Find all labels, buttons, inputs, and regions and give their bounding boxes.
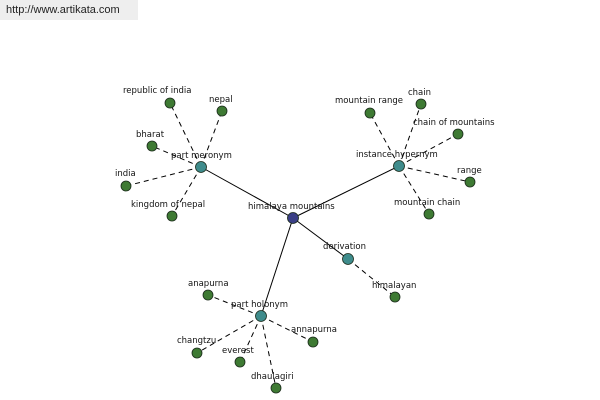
node-label-instance-hypernym: instance hypernym bbox=[356, 150, 438, 160]
node-himalayan[interactable] bbox=[389, 291, 401, 303]
node-label-india: india bbox=[115, 169, 136, 179]
edge-center-to-part-meronym bbox=[200, 166, 294, 219]
edge-instance-hypernym-to-mountain-range bbox=[369, 112, 400, 167]
node-label-nepal: nepal bbox=[209, 95, 233, 105]
node-republic-of-india[interactable] bbox=[164, 97, 176, 109]
node-label-part-meronym: part meronym bbox=[171, 151, 232, 161]
node-dhaulagiri[interactable] bbox=[270, 382, 282, 394]
node-mountain-range[interactable] bbox=[364, 107, 376, 119]
node-label-range: range bbox=[457, 166, 482, 176]
node-label-bharat: bharat bbox=[136, 130, 165, 140]
edge-derivation-to-himalayan bbox=[347, 258, 396, 298]
node-mountain-chain[interactable] bbox=[423, 208, 435, 220]
edge-center-to-instance-hypernym bbox=[292, 165, 400, 219]
node-everest[interactable] bbox=[234, 356, 246, 368]
node-bharat[interactable] bbox=[146, 140, 158, 152]
node-label-everest: everest bbox=[222, 346, 254, 356]
edge-part-holonym-to-changtzu bbox=[196, 315, 262, 354]
node-label-chain: chain bbox=[408, 88, 431, 98]
edge-part-holonym-to-anapurna bbox=[207, 294, 262, 317]
node-label-republic-of-india: republic of india bbox=[123, 86, 191, 96]
node-label-part-holonym: part holonym bbox=[231, 300, 288, 310]
node-label-center: himalaya mountains bbox=[248, 202, 335, 212]
edge-instance-hypernym-to-mountain-chain bbox=[398, 165, 430, 215]
node-label-mountain-range: mountain range bbox=[335, 96, 403, 106]
node-chain-of-mountains[interactable] bbox=[452, 128, 464, 140]
node-kingdom-of-nepal[interactable] bbox=[166, 210, 178, 222]
node-label-chain-of-mountains: chain of mountains bbox=[413, 118, 495, 128]
node-label-changtzu: changtzu bbox=[177, 336, 216, 346]
edge-part-meronym-to-nepal bbox=[200, 110, 223, 168]
labels-layer: himalaya mountains part meronym instance h… bbox=[115, 86, 495, 382]
nodes-layer bbox=[120, 97, 476, 394]
node-india[interactable] bbox=[120, 180, 132, 192]
node-label-dhaulagiri: dhaulagiri bbox=[251, 372, 294, 382]
node-label-derivation: derivation bbox=[323, 242, 366, 252]
node-label-annapurna: annapurna bbox=[291, 325, 337, 335]
node-label-mountain-chain: mountain chain bbox=[394, 198, 460, 208]
edge-instance-hypernym-to-chain bbox=[398, 103, 422, 167]
edge-part-meronym-to-kingdom-of-nepal bbox=[171, 166, 202, 217]
edge-instance-hypernym-to-chain-of-mountains bbox=[398, 133, 459, 167]
node-changtzu[interactable] bbox=[191, 347, 203, 359]
node-instance-hypernym[interactable] bbox=[393, 160, 405, 172]
node-center[interactable] bbox=[287, 212, 299, 224]
node-derivation[interactable] bbox=[342, 253, 354, 265]
node-chain[interactable] bbox=[415, 98, 427, 110]
edges-layer bbox=[125, 102, 471, 389]
node-nepal[interactable] bbox=[216, 105, 228, 117]
node-label-kingdom-of-nepal: kingdom of nepal bbox=[131, 200, 205, 210]
node-part-holonym[interactable] bbox=[255, 310, 267, 322]
edge-center-to-derivation bbox=[292, 217, 349, 260]
node-anapurna[interactable] bbox=[202, 289, 214, 301]
node-annapurna[interactable] bbox=[307, 336, 319, 348]
edge-part-meronym-to-republic-of-india bbox=[169, 102, 202, 168]
node-range[interactable] bbox=[464, 176, 476, 188]
node-part-meronym[interactable] bbox=[195, 161, 207, 173]
edge-part-meronym-to-india bbox=[125, 166, 202, 187]
edge-center-to-part-holonym bbox=[260, 217, 294, 317]
edge-instance-hypernym-to-range bbox=[398, 165, 471, 183]
node-label-anapurna: anapurna bbox=[188, 279, 229, 289]
node-label-himalayan: himalayan bbox=[372, 281, 416, 291]
edge-part-holonym-to-annapurna bbox=[260, 315, 314, 343]
edge-part-holonym-to-dhaulagiri bbox=[260, 315, 277, 389]
url-link[interactable]: http://www.artikata.com bbox=[0, 0, 138, 20]
